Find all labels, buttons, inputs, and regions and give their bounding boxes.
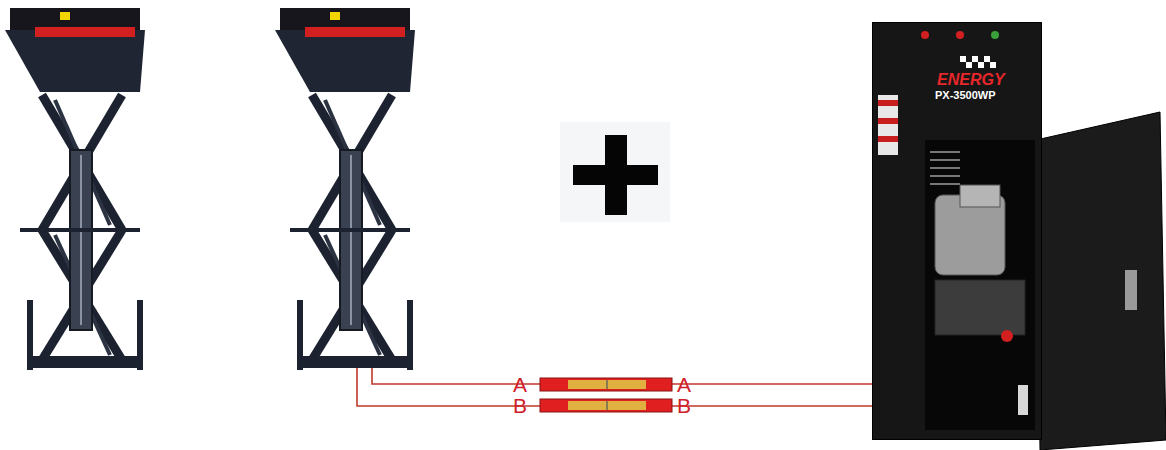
vent-slot: [930, 183, 960, 185]
hose-coupler: [540, 399, 672, 412]
flag-square: [966, 62, 972, 68]
flag-square: [960, 56, 966, 62]
oil-tank: [935, 280, 1025, 335]
door-handle: [1125, 270, 1137, 310]
flag-square: [972, 56, 978, 62]
valve-knob: [1001, 330, 1013, 342]
hose-label: A: [513, 374, 527, 395]
flag-square: [984, 56, 990, 62]
flag-square: [990, 62, 996, 68]
cabinet-recess: [925, 140, 1035, 430]
scissor-lift-left: [5, 8, 145, 370]
brand-logo: ENERGY: [937, 71, 1005, 89]
vent-slot: [930, 159, 960, 161]
vent-slot: [930, 175, 960, 177]
hose-label: B: [677, 395, 691, 416]
hose-line: [672, 383, 882, 385]
vent-slot: [930, 151, 960, 153]
hose-label: B: [513, 395, 527, 416]
warning-stripe: [878, 136, 898, 142]
cabinet-door: [1036, 112, 1166, 450]
hose-coupler: [540, 378, 672, 391]
control-button: [991, 31, 999, 39]
coupler-fitting: [568, 401, 646, 410]
warning-stripe: [878, 100, 898, 106]
model-number: PX-3500WP: [935, 89, 996, 101]
scissor-lift-right: [275, 8, 415, 370]
hose-label: A: [677, 374, 691, 395]
warning-label: [878, 95, 898, 155]
coupler-fitting: [568, 380, 646, 389]
coupler-joint: [606, 401, 608, 410]
control-button: [921, 31, 929, 39]
warning-stripe: [878, 118, 898, 124]
coupler-joint: [606, 380, 608, 389]
motor-terminal-box: [960, 185, 1000, 207]
electric-motor: [935, 195, 1005, 275]
checkered-flag: [960, 56, 996, 68]
power-unit-cabinet: ENERGYPX-3500WP: [872, 22, 1042, 440]
hose-line: [357, 368, 540, 406]
plus-background: [560, 122, 670, 222]
plus-symbol: [605, 135, 627, 215]
vent-slot: [930, 167, 960, 169]
flag-square: [978, 62, 984, 68]
vent-slots: [930, 152, 960, 184]
control-button: [956, 31, 964, 39]
pressure-gauge: [1018, 385, 1028, 415]
hose-line: [672, 405, 882, 407]
